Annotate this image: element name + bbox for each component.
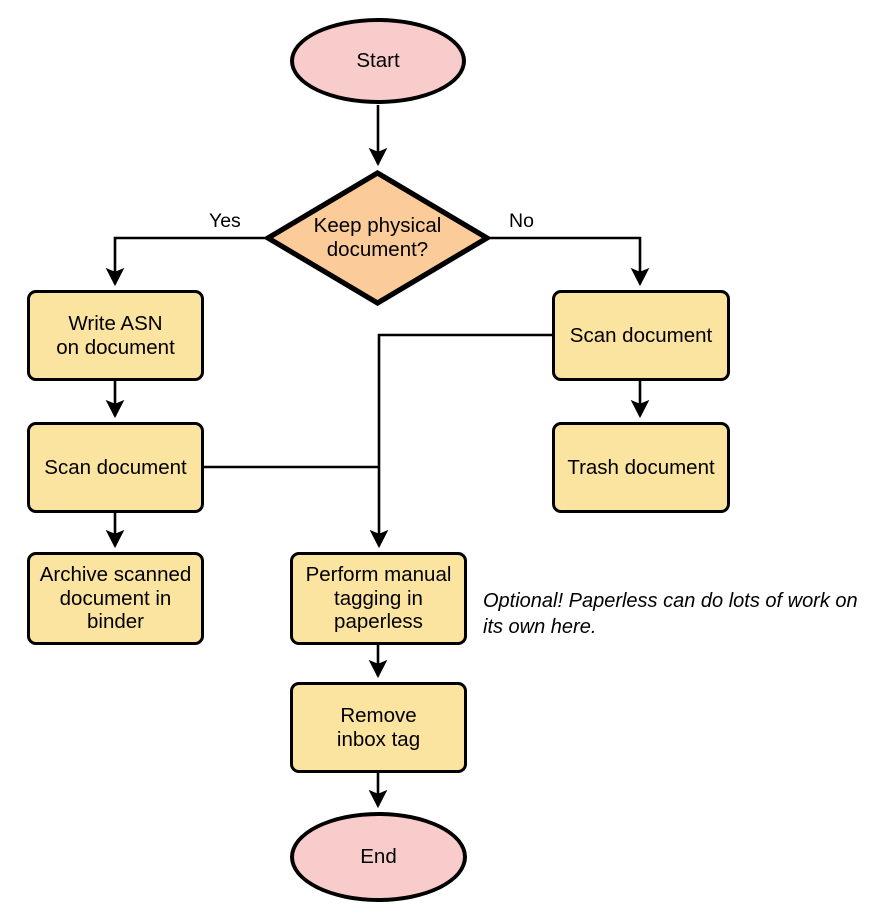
- node-keep-physical-document-line1: Keep physical: [313, 214, 442, 238]
- node-archive-scanned-document[interactable]: Archive scanned document in binder: [27, 552, 204, 645]
- node-scan-document-left-label: Scan document: [44, 455, 187, 479]
- node-remove-inbox-tag-label: Remove inbox tag: [337, 704, 420, 752]
- node-write-asn-on-document[interactable]: Write ASN on document: [27, 290, 204, 381]
- node-archive-scanned-document-label: Archive scanned document in binder: [40, 563, 192, 635]
- node-trash-document[interactable]: Trash document: [552, 422, 730, 513]
- edge-label-yes: Yes: [209, 210, 241, 232]
- node-scan-document-right-label: Scan document: [569, 323, 713, 347]
- node-manual-tag-line2: tagging in: [334, 586, 423, 610]
- edge-decision-yes-to-write-asn: [105, 236, 265, 287]
- node-keep-physical-document[interactable]: Keep physical document?: [265, 170, 490, 306]
- node-perform-manual-tagging-label: Perform manual tagging in paperless: [306, 563, 452, 635]
- annotation-optional-paperless: Optional! Paperless can do lots of work …: [483, 588, 883, 641]
- node-perform-manual-tagging[interactable]: Perform manual tagging in paperless: [290, 552, 467, 645]
- node-end-label: End: [360, 845, 397, 868]
- annotation-line2: its own here.: [483, 616, 597, 639]
- edge-decision-no-to-scan-right: [490, 236, 650, 287]
- node-archive-line1: Archive scanned: [39, 562, 192, 586]
- node-keep-physical-document-label: Keep physical document?: [314, 214, 442, 262]
- node-write-asn-line2: on document: [56, 335, 175, 359]
- node-manual-tag-line3: paperless: [334, 610, 423, 634]
- node-remove-inbox-line2: inbox tag: [336, 727, 421, 751]
- node-scan-document-right[interactable]: Scan document: [552, 290, 730, 381]
- node-start[interactable]: Start: [290, 18, 466, 104]
- node-start-label: Start: [356, 49, 400, 72]
- diamond-shape-icon: [265, 170, 490, 306]
- node-manual-tag-line1: Perform manual: [305, 562, 452, 586]
- node-remove-inbox-tag[interactable]: Remove inbox tag: [290, 682, 467, 773]
- edge-scan-right-to-manual-tagging: [369, 333, 552, 549]
- edge-label-no: No: [509, 210, 534, 232]
- node-scan-document-left[interactable]: Scan document: [27, 422, 204, 513]
- node-trash-document-label: Trash document: [567, 455, 715, 479]
- annotation-line1: Optional! Paperless can do lots of work …: [483, 590, 858, 612]
- node-write-asn-on-document-label: Write ASN on document: [56, 312, 175, 360]
- node-end[interactable]: End: [290, 812, 467, 902]
- node-keep-physical-document-line2: document?: [326, 238, 429, 261]
- node-archive-line3: binder: [87, 610, 144, 634]
- node-archive-line2: document in: [59, 586, 172, 610]
- node-write-asn-line1: Write ASN: [68, 311, 163, 335]
- node-remove-inbox-line1: Remove: [340, 703, 417, 727]
